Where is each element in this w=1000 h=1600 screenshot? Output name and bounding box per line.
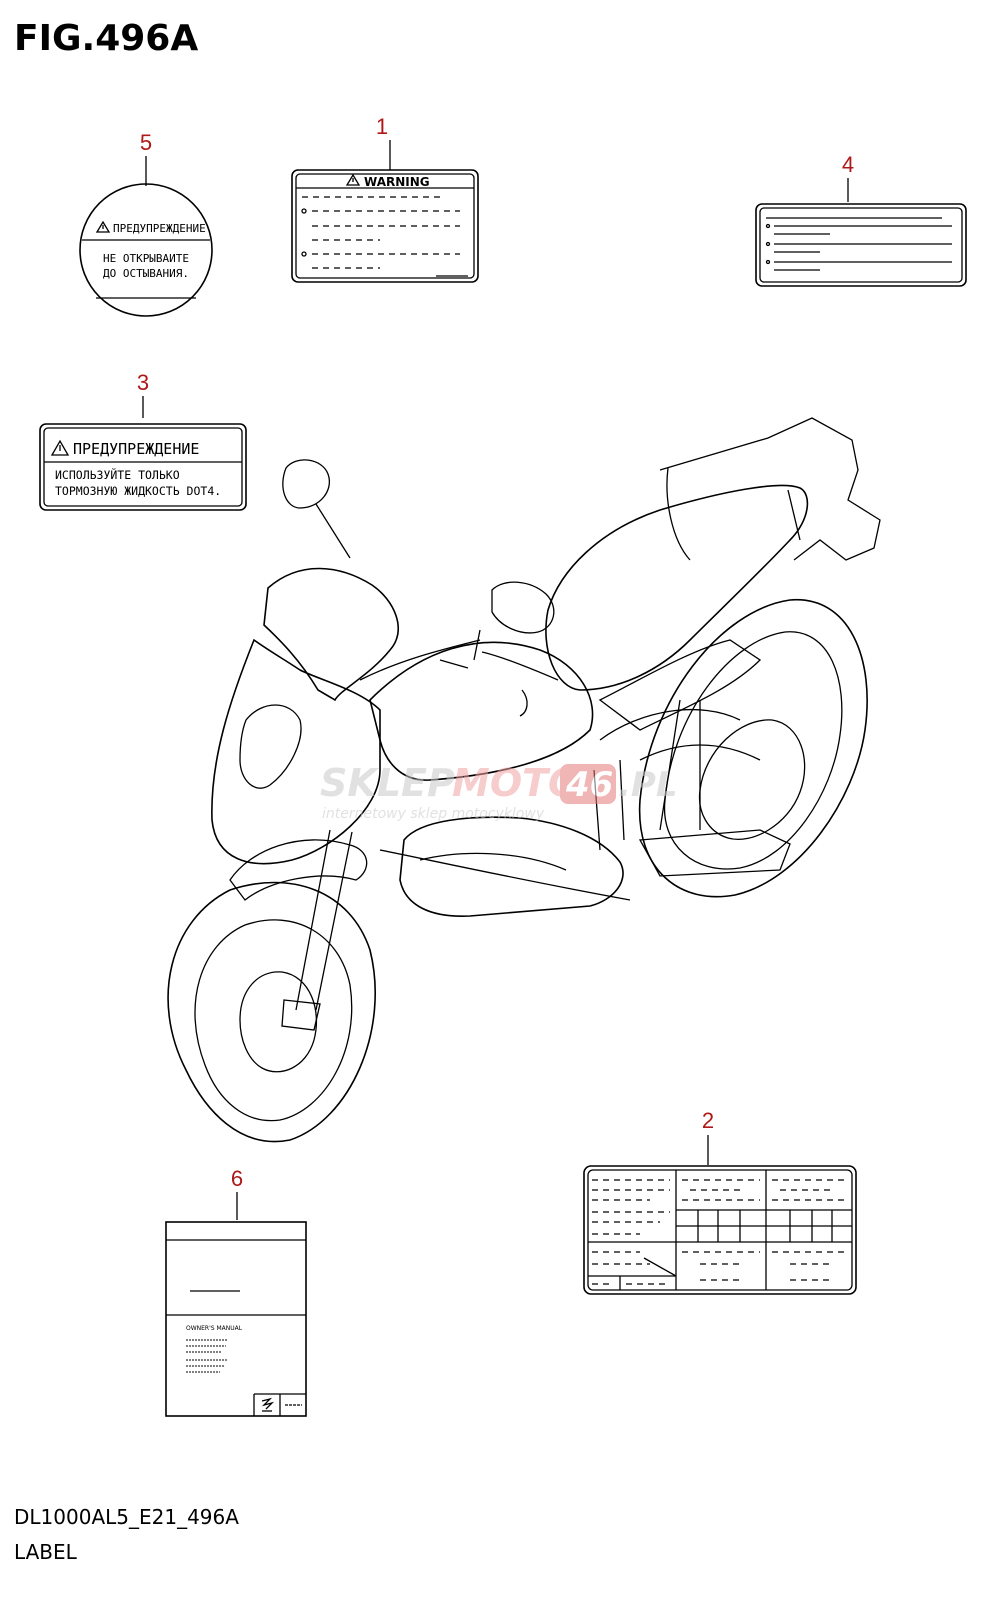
svg-text:5: 5 — [140, 130, 152, 155]
watermark-brand-b: MOTO — [452, 761, 580, 805]
label-3-brake-fluid: ПРЕДУПРЕЖДЕНИЕ ИСПОЛЬЗУЙТЕ ТОЛЬКО ТОРМОЗ… — [39, 423, 247, 511]
callout-4: 4 — [842, 152, 854, 202]
manual-subtitle: OWNER'S MANUAL — [186, 1325, 243, 1332]
label-4 — [755, 203, 967, 287]
warning-triangle-icon — [95, 220, 111, 233]
label-1-warning: WARNING — [291, 169, 479, 283]
watermark-tagline: internetowy sklep motocyklowy — [322, 806, 545, 822]
model-code: DL1000AL5_E21_496A — [14, 1505, 239, 1529]
label-1-heading: WARNING — [364, 175, 430, 189]
label-5-round: ПРЕДУПРЕЖДЕНИЕ НЕ ОТКРЫВАИТЕ ДО ОСТЫВАНИ… — [79, 183, 213, 317]
label-2-info-table — [583, 1165, 857, 1295]
label-5-heading: ПРЕДУПРЕЖДЕНИЕ — [113, 222, 206, 235]
watermark-brand-d: .PL — [618, 765, 678, 805]
label-3-line2: ТОРМОЗНУЮ ЖИДКОСТЬ DOT4. — [55, 484, 221, 498]
warning-triangle-icon — [345, 173, 361, 186]
section-name: LABEL — [14, 1540, 77, 1564]
label-3-heading: ПРЕДУПРЕЖДЕНИЕ — [73, 440, 199, 458]
warning-triangle-icon — [50, 439, 70, 456]
watermark: SKLEP MOTO 46 .PL internetowy sklep moto… — [320, 761, 678, 822]
label-5-line2: ДО ОСТЫВАНИЯ. — [103, 267, 189, 280]
label-3-line1: ИСПОЛЬЗУЙТЕ ТОЛЬКО — [55, 467, 180, 482]
owners-manual: OWNER'S MANUAL — [165, 1221, 307, 1417]
callout-1: 1 — [376, 114, 391, 170]
watermark-brand-c: 46 — [565, 765, 613, 805]
svg-text:2: 2 — [702, 1108, 714, 1133]
front-wheel — [167, 881, 376, 1143]
callout-2: 2 — [702, 1108, 714, 1165]
suzuki-logo-icon — [261, 1397, 275, 1412]
watermark-brand-a: SKLEP — [320, 761, 455, 805]
callout-5: 5 — [140, 130, 152, 186]
label-5-line1: НЕ ОТКРЫВАИТЕ — [103, 252, 189, 265]
figure-title: FIG.496A — [14, 18, 199, 59]
motorcycle-illustration — [167, 417, 881, 1143]
callout-3: 3 — [137, 370, 149, 418]
svg-text:4: 4 — [842, 152, 854, 177]
callout-6: 6 — [231, 1166, 243, 1220]
svg-text:1: 1 — [376, 114, 388, 139]
watermark-badge-icon — [560, 764, 616, 804]
svg-text:3: 3 — [137, 370, 149, 395]
svg-text:6: 6 — [231, 1166, 243, 1191]
